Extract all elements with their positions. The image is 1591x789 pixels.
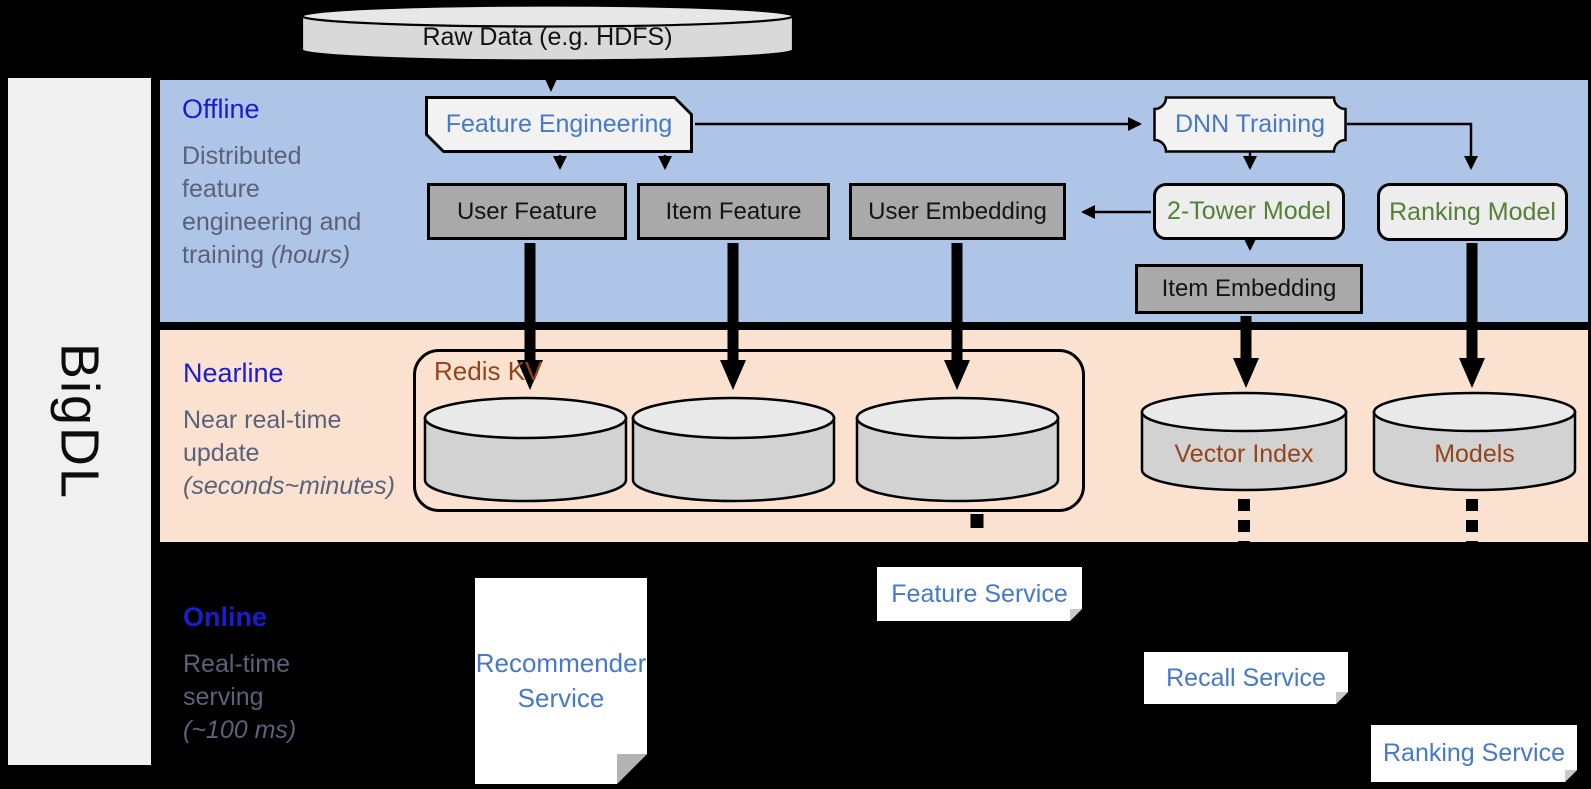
redis-cylinder-3: [855, 396, 1060, 503]
online-title: Online: [183, 602, 268, 632]
user-feature-node: User Feature: [427, 183, 627, 240]
models-label: Models: [1434, 439, 1515, 468]
recommender-service-node: Recommender Service: [475, 578, 647, 784]
recommender-service-label: Recommender Service: [475, 647, 647, 713]
dnn-training-label: DNN Training: [1174, 110, 1326, 138]
models-store: Models: [1372, 391, 1577, 493]
dnn-training-node: DNN Training: [1153, 96, 1347, 153]
nearline-band-label: Nearline Near real-time update(seconds~m…: [183, 356, 395, 503]
online-description: Real-time serving(~100 ms): [183, 649, 297, 744]
redis-kv-label: Redis KV: [434, 356, 543, 386]
bigdl-sidebar: BigDL: [8, 78, 151, 765]
ranking-service-label: Ranking Service: [1382, 739, 1566, 767]
cylinder-icon: [300, 4, 795, 62]
nearline-title: Nearline: [183, 358, 284, 388]
vector-index-label: Vector Index: [1174, 439, 1314, 468]
dashed-arrowhead-feature-service: [960, 542, 994, 562]
user-embedding-node: User Embedding: [849, 183, 1066, 240]
raw-data-store: Raw Data (e.g. HDFS): [300, 4, 795, 62]
plaque-shape: [1153, 96, 1347, 153]
offline-title: Offline: [182, 94, 260, 124]
feature-service-node: Feature Service: [877, 567, 1082, 621]
bigdl-brand-label: BigDL: [49, 342, 110, 501]
cylinder-icon: [1372, 391, 1577, 492]
item-feature-node: Item Feature: [637, 183, 830, 240]
raw-data-label: Raw Data (e.g. HDFS): [422, 22, 673, 51]
vector-index-store: Vector Index: [1140, 391, 1348, 493]
nearline-description: Near real-time update(seconds~minutes): [183, 405, 395, 500]
cylinder-icon: [1140, 391, 1348, 492]
offline-description: Distributed feature engineering and trai…: [182, 141, 362, 269]
redis-cylinder-2: [631, 396, 836, 503]
recall-service-label: Recall Service: [1166, 663, 1326, 692]
feature-service-label: Feature Service: [891, 579, 1068, 608]
recall-service-node: Recall Service: [1144, 652, 1348, 704]
redis-cylinder-1: [423, 396, 628, 503]
online-band-label: Online Real-time serving(~100 ms): [183, 600, 383, 747]
redis-kv-container: Redis KV: [413, 349, 1085, 512]
feature-engineering-node: Feature Engineering: [425, 96, 693, 153]
ranking-service-node: Ranking Service: [1371, 725, 1577, 782]
feature-engineering-label: Feature Engineering: [428, 99, 690, 150]
arrow-dnn-training-to-ranking-model: [1347, 122, 1478, 170]
ranking-model-node: Ranking Model: [1377, 183, 1568, 241]
offline-band-label: Offline Distributed feature engineering …: [182, 92, 382, 272]
two-tower-model-node: 2-Tower Model: [1153, 183, 1345, 240]
item-embedding-node: Item Embedding: [1135, 264, 1363, 314]
